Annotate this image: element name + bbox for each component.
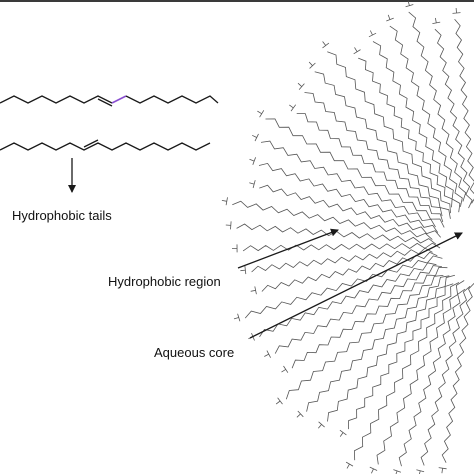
micelle-head-group [275,397,283,405]
micelle [221,0,474,474]
micelle-head-group [393,469,402,474]
upper-double-bond [97,98,113,107]
micelle-head-group [416,469,425,474]
micelle-head-group [233,313,241,322]
micelle-strand [265,118,445,228]
micelle-strand [259,262,437,338]
micelle-head-group [225,221,232,230]
micelle-head-group [432,17,441,24]
micelle-strand [327,51,451,214]
micelle-head-group [250,286,257,295]
micelle-strand [348,283,454,430]
upper-fatty-acid-chain [0,95,219,107]
micelle-strand [454,18,474,204]
micelle-head-group [322,41,330,49]
micelle-head-group [231,244,238,253]
micelle-strand [372,41,461,213]
micelle-head-group [296,410,304,418]
label-aqueous-core: Aqueous core [154,345,234,360]
micelle-head-group [369,466,378,474]
micelle-head-group [368,30,377,38]
micelle-head-group [297,82,305,90]
micelle-strand [274,265,442,354]
micelle-strand [376,280,465,465]
micelle-strand [296,113,444,223]
micelle-strand [441,282,474,463]
label-hydrophobic-tails: Hydrophobic tails [12,208,112,223]
micelle-strand [389,25,463,207]
label-hydrophobic-region: Hydrophobic region [108,274,221,289]
micelle-strand [251,247,433,273]
micelle-strand [260,140,436,228]
micelle-strand [398,288,466,467]
micelle-head-group [308,61,316,69]
micelle-strand [420,285,471,466]
top-border-line [0,0,474,2]
micelle-head-group [353,47,361,55]
micelle-strand [259,184,442,238]
micelle-strand [408,11,467,202]
micelle-strand [306,275,450,412]
micelle-strand [358,57,453,208]
micelle-head-group [252,133,259,142]
micelle-head-group [339,429,347,437]
micelle-head-group [438,467,447,474]
micelle-head-group [386,14,394,22]
cis-bond-highlight [111,95,127,104]
region-arrow [237,228,339,269]
micelle-strand [314,71,451,219]
micelle-head-group [240,266,247,275]
micelle-head-group [345,461,354,469]
micelle-strand [434,28,473,209]
micelle-head-group [405,0,414,8]
micelle-head-group [281,365,289,373]
micelle-head-group [257,110,265,118]
micelle-strand [353,282,460,461]
micelle-strand [242,242,441,252]
core-arrow [249,232,463,339]
micelle-strand [232,200,433,240]
lower-double-bond [83,139,99,148]
micelle-head-group [249,180,256,189]
micelle-strand [291,266,448,369]
micelle-head-group [452,7,461,14]
micelle-strand [304,92,443,217]
micelle-strand [244,255,443,319]
micelle-head-group [249,157,256,165]
micelle-strand [258,162,439,233]
lower-fatty-acid-chain [0,139,211,151]
micelle-strand [236,223,437,245]
micelle-head-group [264,350,271,358]
micelle-strand [285,275,444,400]
micelle-head-group [317,421,325,429]
micelle-strand [327,274,456,422]
micelle-head-group [289,104,297,112]
micelle-head-group [221,197,228,206]
